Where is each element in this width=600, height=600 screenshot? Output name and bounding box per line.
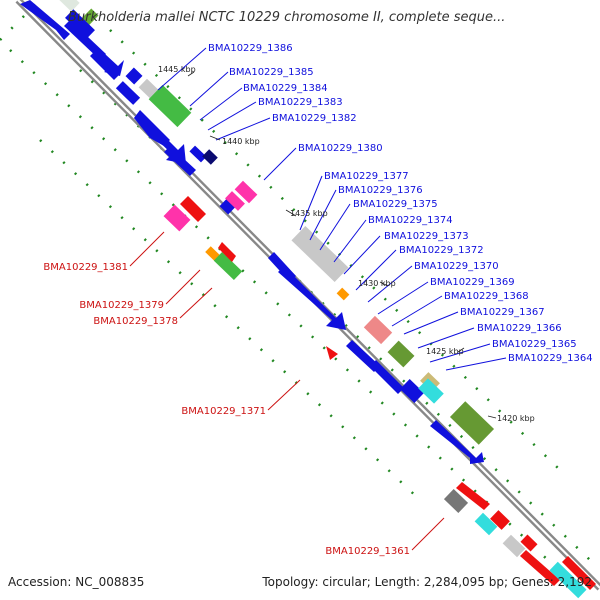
gene-label[interactable]: BMA10229_1366 <box>477 323 562 334</box>
gene-label[interactable]: BMA10229_1375 <box>353 199 438 210</box>
gene-label[interactable]: BMA10229_1369 <box>430 277 515 288</box>
gene-label[interactable]: BMA10229_1384 <box>243 83 328 94</box>
forward-gene-labels: BMA10229_1386 BMA10229_1385 BMA10229_138… <box>208 43 593 364</box>
gene-label[interactable]: BMA10229_1376 <box>338 185 423 196</box>
gene-label[interactable]: BMA10229_1383 <box>258 97 343 108</box>
reverse-strand-genes <box>20 0 596 599</box>
kbp-tick-label: 1430 kbp <box>358 279 396 288</box>
accession-label: Accession: NC_008835 <box>8 575 145 589</box>
gene-label[interactable]: BMA10229_1374 <box>368 215 453 226</box>
leader-lines <box>129 47 507 551</box>
gene-label[interactable]: BMA10229_1372 <box>399 245 484 256</box>
topology-summary: Topology: circular; Length: 2,284,095 bp… <box>262 575 592 589</box>
gene-label[interactable]: BMA10229_1380 <box>298 143 383 154</box>
kbp-tick-label: 1445 kbp <box>158 65 196 74</box>
gene-label[interactable]: BMA10229_1367 <box>460 307 545 318</box>
gene-label[interactable]: BMA10229_1371 <box>181 406 266 417</box>
reverse-gene-labels: BMA10229_1381 BMA10229_1379 BMA10229_137… <box>43 262 410 557</box>
kbp-tick-label: 1420 kbp <box>497 414 535 423</box>
gene-label[interactable]: BMA10229_1373 <box>384 231 469 242</box>
kbp-tick-label: 1435 kbp <box>290 209 328 218</box>
gene-label[interactable]: BMA10229_1378 <box>93 316 178 327</box>
kbp-tick-labels: 1445 kbp 1440 kbp 1435 kbp 1430 kbp 1425… <box>158 65 535 423</box>
kbp-tick-label: 1425 kbp <box>426 347 464 356</box>
gene-label[interactable]: BMA10229_1377 <box>324 171 409 182</box>
gene-label[interactable]: BMA10229_1364 <box>508 353 593 364</box>
gene-label[interactable]: BMA10229_1385 <box>229 67 314 78</box>
gene-label[interactable]: BMA10229_1379 <box>79 300 164 311</box>
gene-label[interactable]: BMA10229_1365 <box>492 339 577 350</box>
gene-label[interactable]: BMA10229_1370 <box>414 261 499 272</box>
gene-label[interactable]: BMA10229_1382 <box>272 113 357 124</box>
map-title: Burkholderia mallei NCTC 10229 chromosom… <box>68 10 506 25</box>
gene-label[interactable]: BMA10229_1368 <box>444 291 529 302</box>
gene-label[interactable]: BMA10229_1386 <box>208 43 293 54</box>
gene-label[interactable]: BMA10229_1381 <box>43 262 128 273</box>
gene-label[interactable]: BMA10229_1361 <box>325 546 410 557</box>
kbp-tick-label: 1440 kbp <box>222 137 260 146</box>
